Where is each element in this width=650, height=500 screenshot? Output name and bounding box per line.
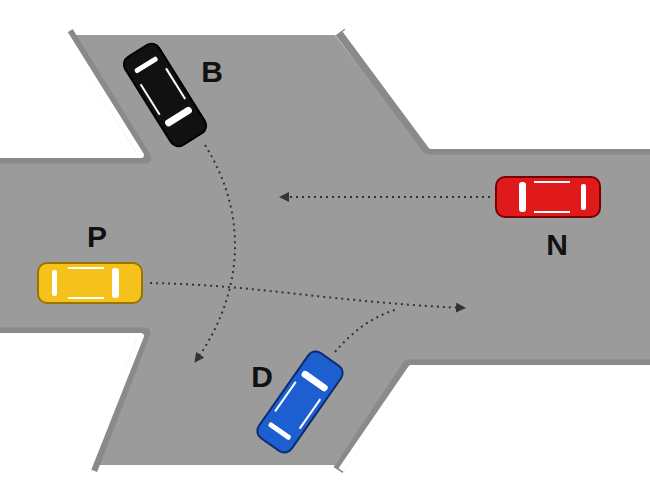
road-surface <box>0 35 650 465</box>
vehicle-label: P <box>87 222 107 252</box>
vehicle-label: B <box>201 57 223 87</box>
car-red <box>496 177 600 217</box>
car-yellow <box>38 263 142 303</box>
vehicle-label: N <box>546 230 568 260</box>
vehicle-label: D <box>251 362 273 392</box>
car-black <box>120 40 209 149</box>
curbs <box>0 30 650 470</box>
vehicle-paths <box>150 145 490 362</box>
